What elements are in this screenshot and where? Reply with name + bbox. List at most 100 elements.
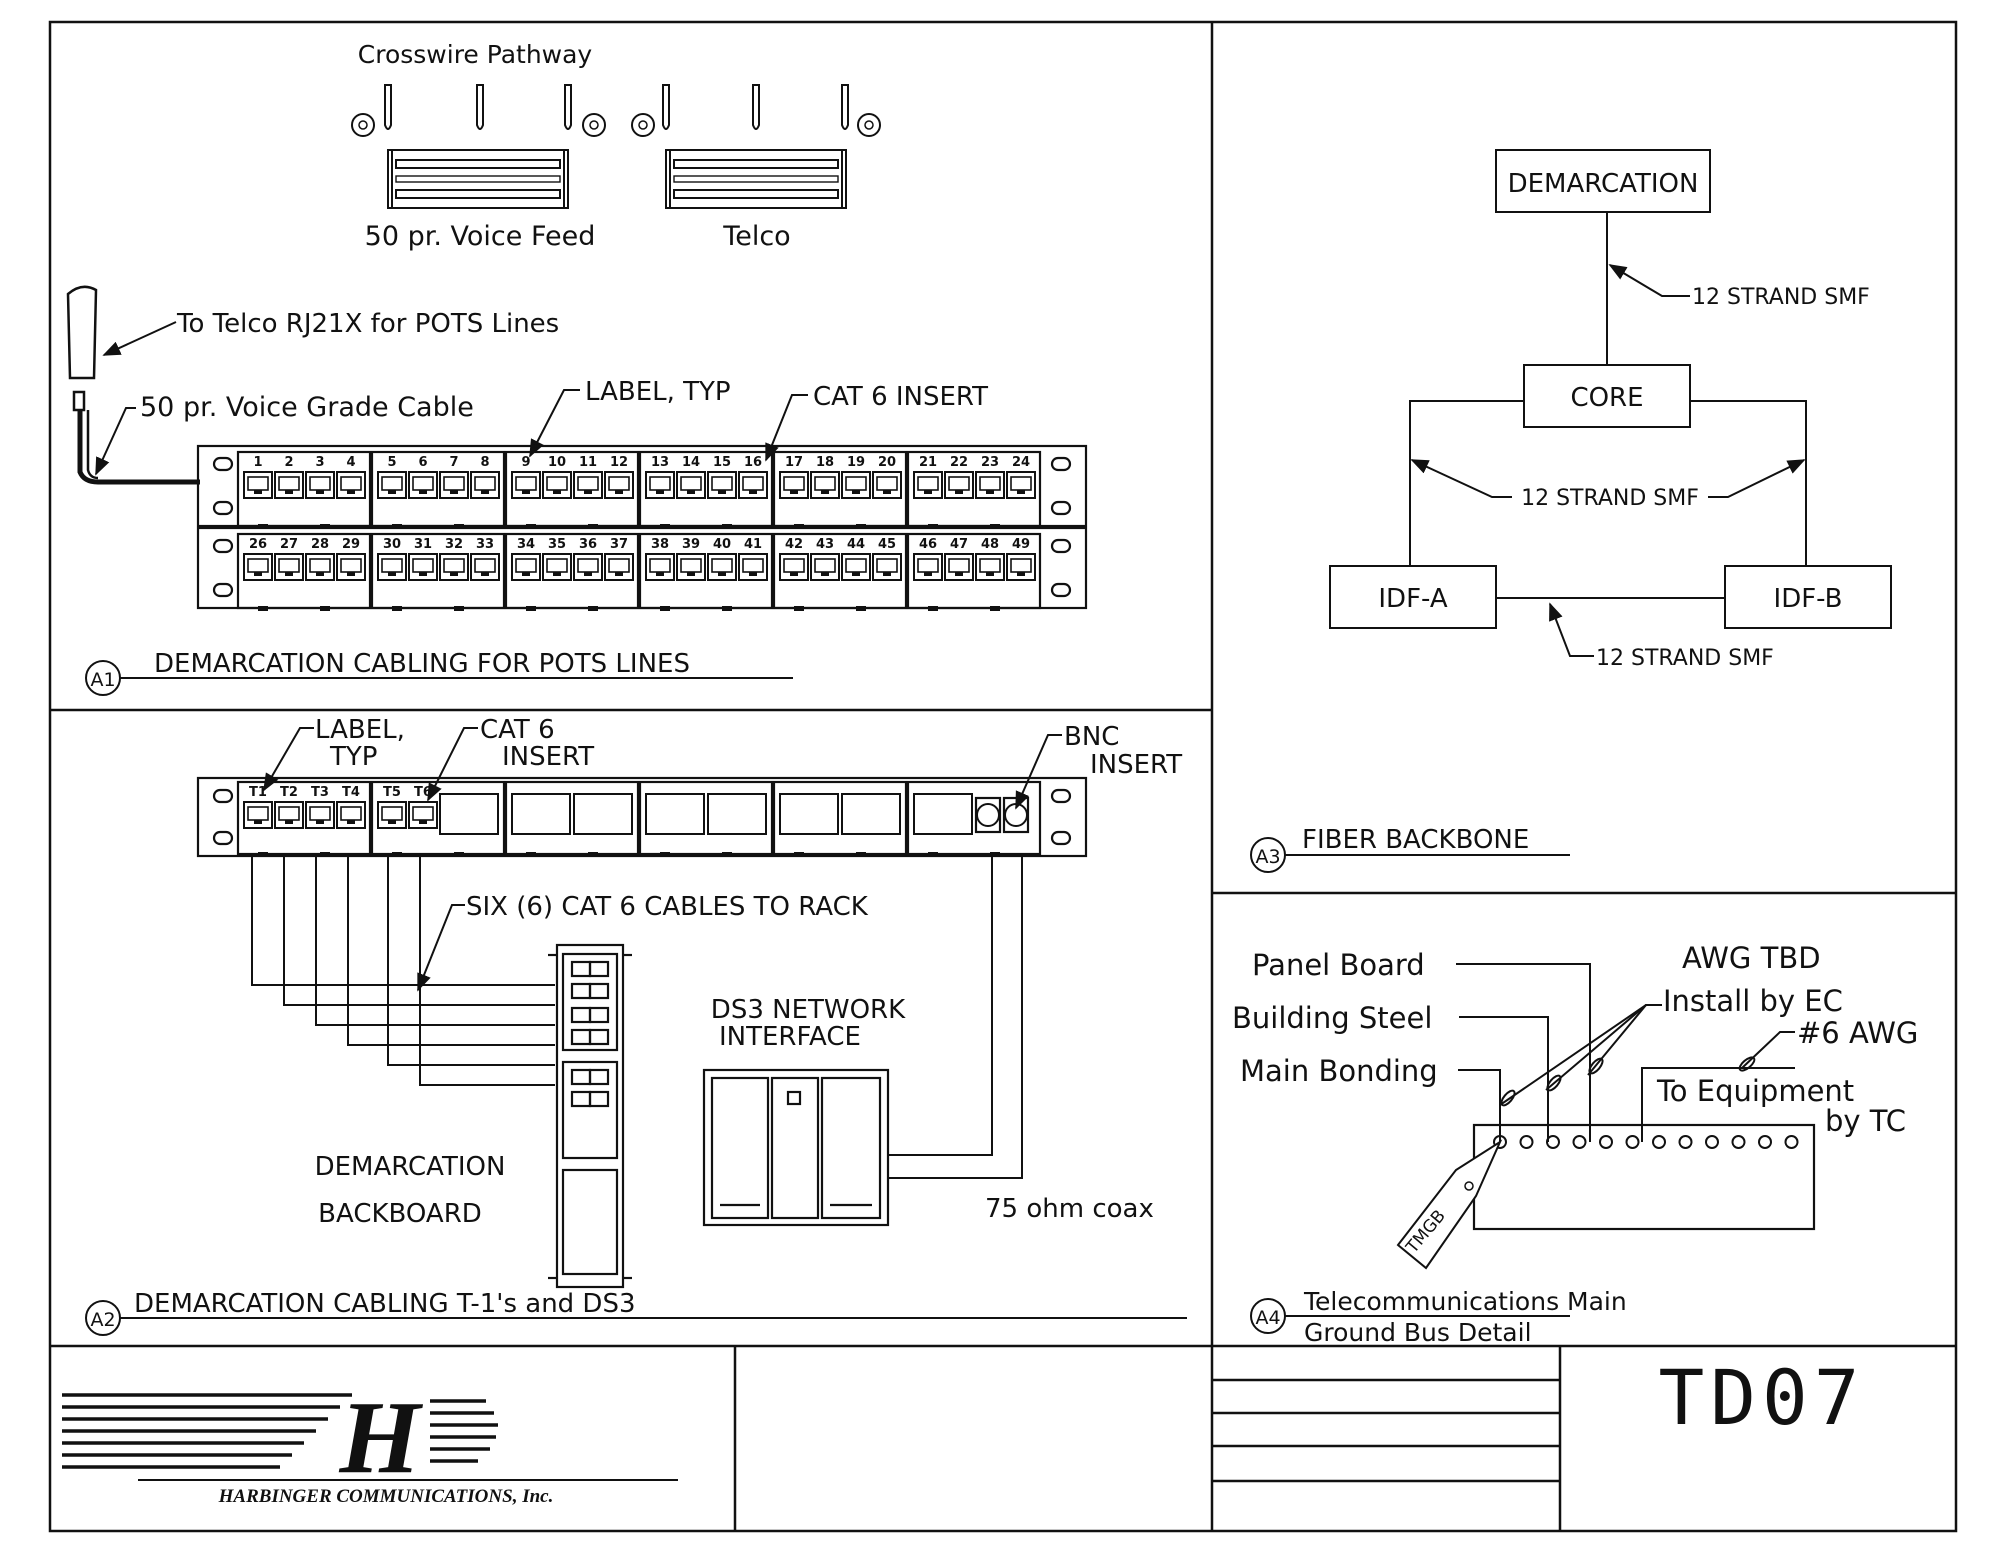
- port-number-label: 5: [387, 455, 396, 470]
- port-number-label: 36: [579, 537, 597, 552]
- port-number-label: 37: [610, 537, 628, 552]
- module-clip: [392, 852, 402, 857]
- port-number-label: 42: [785, 537, 803, 552]
- t1-port-label: T5: [383, 785, 401, 800]
- rj45-jack: [645, 553, 675, 581]
- rj45-jack: [408, 471, 438, 499]
- smf-top-leader: [1608, 264, 1690, 297]
- module-clip: [660, 524, 670, 529]
- module-clip: [588, 606, 598, 611]
- bus-terminal-hole: [1625, 1135, 1640, 1149]
- module-clip: [928, 852, 938, 857]
- module-clip: [794, 606, 804, 611]
- a2-badge: A2: [90, 1309, 115, 1331]
- blank-insert: [841, 793, 901, 835]
- a1-section: Crosswire Pathway: [66, 40, 1088, 696]
- module-clip: [526, 524, 536, 529]
- blank-insert: [645, 793, 705, 835]
- a2-title-block: A2 DEMARCATION CABLING T-1's and DS3: [85, 1289, 1187, 1336]
- bus-terminal-hole: [1705, 1135, 1719, 1149]
- rj45-jack: [676, 553, 706, 581]
- rj45-jack: [707, 471, 737, 499]
- rj45-jack: [243, 471, 273, 499]
- idf-a-node-label: IDF-A: [1378, 584, 1447, 614]
- rj45-jack: [841, 553, 871, 581]
- awg6-label: #6 AWG: [1797, 1016, 1918, 1050]
- t1-cat6-cables: [251, 856, 555, 1086]
- a4-badge: A4: [1255, 1307, 1280, 1329]
- rj45-jack: [604, 553, 634, 581]
- sheet-frame: [48, 20, 1958, 1533]
- a3-title: FIBER BACKBONE: [1302, 825, 1529, 855]
- port-number-label: 31: [414, 537, 432, 552]
- port-number-label: 45: [878, 537, 896, 552]
- module-clip: [258, 524, 268, 529]
- port-number-label: 15: [713, 455, 731, 470]
- port-number-label: 6: [418, 455, 427, 470]
- t1-port-label: T2: [280, 785, 298, 800]
- ground-conductors: [1456, 963, 1795, 1142]
- port-number-label: 29: [342, 537, 360, 552]
- blank-insert: [573, 793, 633, 835]
- a4-section: Panel Board Building Steel Main Bonding …: [1232, 941, 1918, 1347]
- logo-letter: H: [339, 1380, 424, 1495]
- rj45-jack: [841, 471, 871, 499]
- smf-top-label: 12 STRAND SMF: [1692, 285, 1870, 310]
- to-telco-label: To Telco RJ21X for POTS Lines: [176, 309, 559, 339]
- a3-title-block: A3 FIBER BACKBONE: [1250, 825, 1570, 873]
- port-number-label: 28: [311, 537, 329, 552]
- rj45-jack: [913, 553, 943, 581]
- rj45-jack: [305, 553, 335, 581]
- rj45-jack: [1006, 471, 1036, 499]
- voice-feed-block: [387, 149, 569, 209]
- rj45-jack: [975, 553, 1005, 581]
- module-clip: [794, 524, 804, 529]
- port-number-label: 3: [315, 455, 324, 470]
- module-clip: [990, 524, 1000, 529]
- module-clip: [320, 852, 330, 857]
- rj45-jack: [377, 553, 407, 581]
- rj45-jack: [1006, 553, 1036, 581]
- port-number-label: 24: [1012, 455, 1030, 470]
- rj45-jack: [913, 471, 943, 499]
- rj45-jack: [779, 471, 809, 499]
- cat6-module: [504, 450, 640, 528]
- cat6-module: [772, 532, 908, 610]
- telco-block: [665, 149, 847, 209]
- cat6-insert-leader: [765, 394, 808, 462]
- port-number-label: 44: [847, 537, 865, 552]
- bnc-insert: [976, 803, 1028, 827]
- a2-cat6-leader: [427, 727, 478, 802]
- port-number-label: 34: [517, 537, 535, 552]
- port-number-label: 2: [284, 455, 293, 470]
- port-number-label: 19: [847, 455, 865, 470]
- rj45-jack: [872, 471, 902, 499]
- backboard-line1: DEMARCATION: [315, 1152, 506, 1182]
- to-equipment-line1: To Equipment: [1656, 1074, 1854, 1108]
- insert-module: [236, 780, 372, 856]
- rj45-jack: [604, 471, 634, 499]
- panel-board-label: Panel Board: [1252, 948, 1425, 982]
- port-number-label: 43: [816, 537, 834, 552]
- crosswire-pathway-rings: [351, 84, 881, 137]
- port-number-label: 14: [682, 455, 700, 470]
- port-number-label: 26: [249, 537, 267, 552]
- demarcation-node-label: DEMARCATION: [1508, 169, 1699, 199]
- module-clip: [660, 606, 670, 611]
- telco-label: Telco: [722, 221, 790, 252]
- cat6-module: [236, 450, 372, 528]
- port-number-label: 32: [445, 537, 463, 552]
- t1-rj45-jack: [305, 801, 335, 829]
- a2-label-leader: [263, 727, 314, 792]
- module-clip: [794, 852, 804, 857]
- port-number-label: 9: [521, 455, 530, 470]
- module-clip: [722, 852, 732, 857]
- blank-insert: [511, 793, 571, 835]
- rj45-jack: [944, 553, 974, 581]
- rj45-jack: [542, 471, 572, 499]
- bus-terminal-hole: [1652, 1135, 1666, 1149]
- tmgb-tag: TMGB: [1396, 1139, 1503, 1270]
- bus-terminal-hole: [1758, 1135, 1772, 1149]
